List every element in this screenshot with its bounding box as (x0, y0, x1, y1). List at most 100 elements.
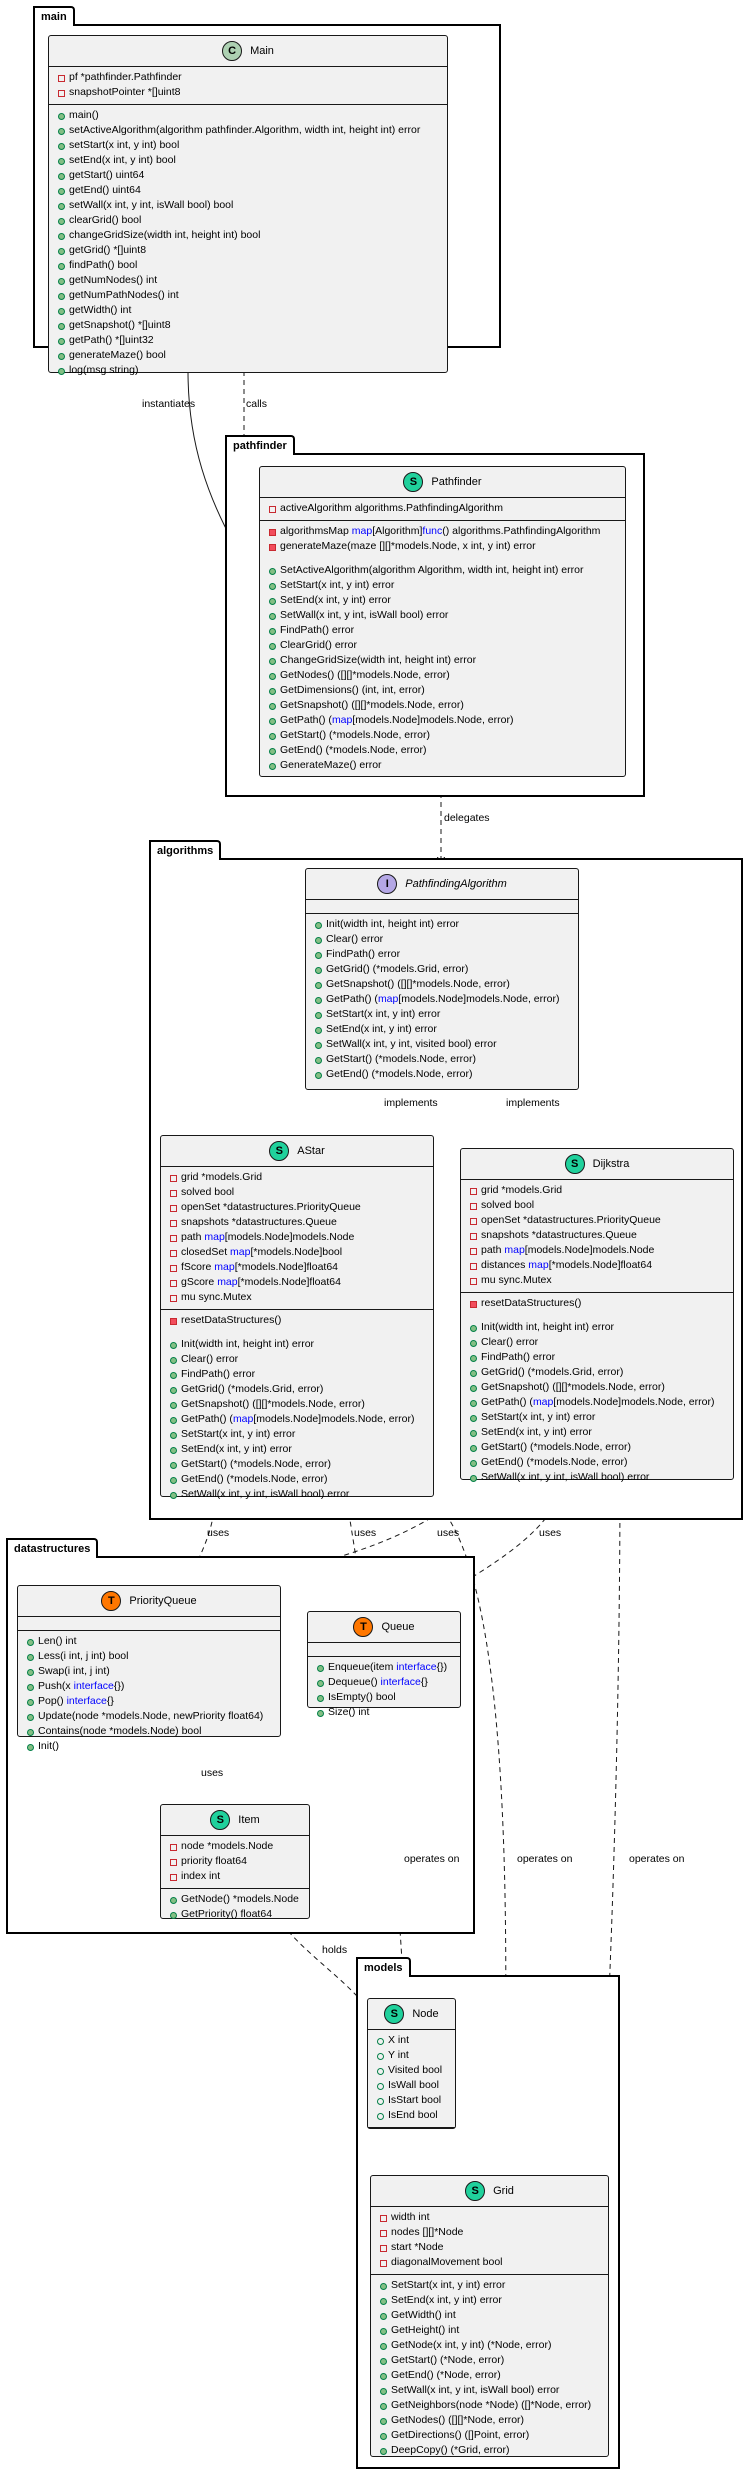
field-row: closedSet map[*models.Node]bool (169, 1245, 427, 1260)
visibility-icon (268, 524, 277, 539)
visibility-icon (316, 1675, 325, 1690)
field-row: node *models.Node (169, 1839, 303, 1854)
visibility-icon (169, 1245, 178, 1260)
method-row: GetNeighbors(node *Node) ([]*Node, error… (379, 2398, 602, 2413)
visibility-icon (379, 2443, 388, 2458)
method-row: getGrid() *[]uint8 (57, 243, 441, 258)
visibility-icon (169, 1907, 178, 1922)
method-row: Init() (26, 1739, 274, 1754)
field-row: start *Node (379, 2240, 602, 2255)
visibility-icon (169, 1397, 178, 1412)
method-row: FindPath() error (169, 1367, 427, 1382)
method-row: Swap(i int, j int) (26, 1664, 274, 1679)
visibility-icon (469, 1440, 478, 1455)
method-row: FindPath() error (314, 947, 572, 962)
class-name: Grid (493, 2184, 514, 2197)
visibility-icon (469, 1320, 478, 1335)
class-name: Pathfinder (431, 475, 482, 488)
method-row: setWall(x int, y int, isWall bool) bool (57, 198, 441, 213)
visibility-icon (57, 138, 66, 153)
method-row: GetPath() (map[models.Node]models.Node, … (314, 992, 572, 1007)
visibility-icon (57, 288, 66, 303)
method-row: SetStart(x int, y int) error (379, 2278, 602, 2293)
method-row: Init(width int, height int) error (469, 1320, 727, 1335)
visibility-icon (376, 2108, 385, 2123)
visibility-icon (57, 85, 66, 100)
visibility-icon (469, 1410, 478, 1425)
field-row: gScore map[*models.Node]float64 (169, 1275, 427, 1290)
method-row: setStart(x int, y int) bool (57, 138, 441, 153)
edge-label-queue-operates-node: operates on (404, 1853, 460, 1865)
method-row: GetHeight() int (379, 2323, 602, 2338)
visibility-icon (469, 1350, 478, 1365)
class-header: C Main (49, 36, 447, 67)
visibility-icon (169, 1839, 178, 1854)
visibility-icon (169, 1185, 178, 1200)
method-row: getPath() *[]uint32 (57, 333, 441, 348)
method-row: SetWall(x int, y int, isWall bool) error (469, 1470, 727, 1485)
method-row: SetStart(x int, y int) error (268, 578, 619, 593)
method-row: SetWall(x int, y int, isWall bool) error (379, 2383, 602, 2398)
visibility-icon (379, 2255, 388, 2270)
field-row: path map[models.Node]models.Node (169, 1230, 427, 1245)
field-row: Visited bool (376, 2063, 449, 2078)
method-list: Enqueue(item interface{})Dequeue() inter… (308, 1657, 460, 1724)
method-row: GetEnd() (*models.Node, error) (169, 1472, 427, 1487)
edge-label-pq-uses-item: uses (201, 1767, 224, 1779)
class-name: PriorityQueue (129, 1594, 197, 1607)
method-row: SetStart(x int, y int) error (469, 1410, 727, 1425)
edge-label-delegates: delegates (444, 812, 490, 824)
field-row: priority float64 (169, 1854, 303, 1869)
field-row: activeAlgorithm algorithms.PathfindingAl… (268, 501, 619, 516)
visibility-icon (268, 683, 277, 698)
visibility-icon (169, 1170, 178, 1185)
visibility-icon (26, 1739, 35, 1754)
edge-label-astar-uses-queue: uses (354, 1527, 377, 1539)
stereotype-badge-icon: C (222, 41, 243, 61)
method-row: resetDataStructures() (169, 1313, 427, 1328)
field-row: Y int (376, 2048, 449, 2063)
class-name: Main (250, 44, 274, 57)
visibility-icon (26, 1679, 35, 1694)
visibility-icon (314, 1067, 323, 1082)
visibility-icon (469, 1296, 478, 1311)
method-row: generateMaze(maze [][]*models.Node, x in… (268, 539, 619, 554)
package-label: algorithms (149, 840, 222, 860)
visibility-icon (469, 1380, 478, 1395)
visibility-icon (379, 2398, 388, 2413)
visibility-icon (57, 153, 66, 168)
visibility-icon (26, 1709, 35, 1724)
visibility-icon (169, 1892, 178, 1907)
visibility-icon (314, 992, 323, 1007)
visibility-icon (469, 1183, 478, 1198)
edge-dijkstra-uses-queue (425, 1477, 566, 1608)
field-row: snapshots *datastructures.Queue (469, 1228, 727, 1243)
visibility-icon (314, 1007, 323, 1022)
method-row: GetDimensions() (int, int, error) (268, 683, 619, 698)
method-list: algorithmsMap map[Algorithm]func() algor… (260, 521, 625, 777)
visibility-icon (469, 1273, 478, 1288)
method-row: getStart() uint64 (57, 168, 441, 183)
method-row: Init(width int, height int) error (314, 917, 572, 932)
package-label: main (33, 6, 75, 26)
method-row: GetSnapshot() ([][]*models.Node, error) (169, 1397, 427, 1412)
visibility-icon (314, 947, 323, 962)
field-row: width int (379, 2210, 602, 2225)
edge-label-implements-astar: implements (384, 1097, 438, 1109)
method-row: Contains(node *models.Node) bool (26, 1724, 274, 1739)
visibility-icon (268, 623, 277, 638)
